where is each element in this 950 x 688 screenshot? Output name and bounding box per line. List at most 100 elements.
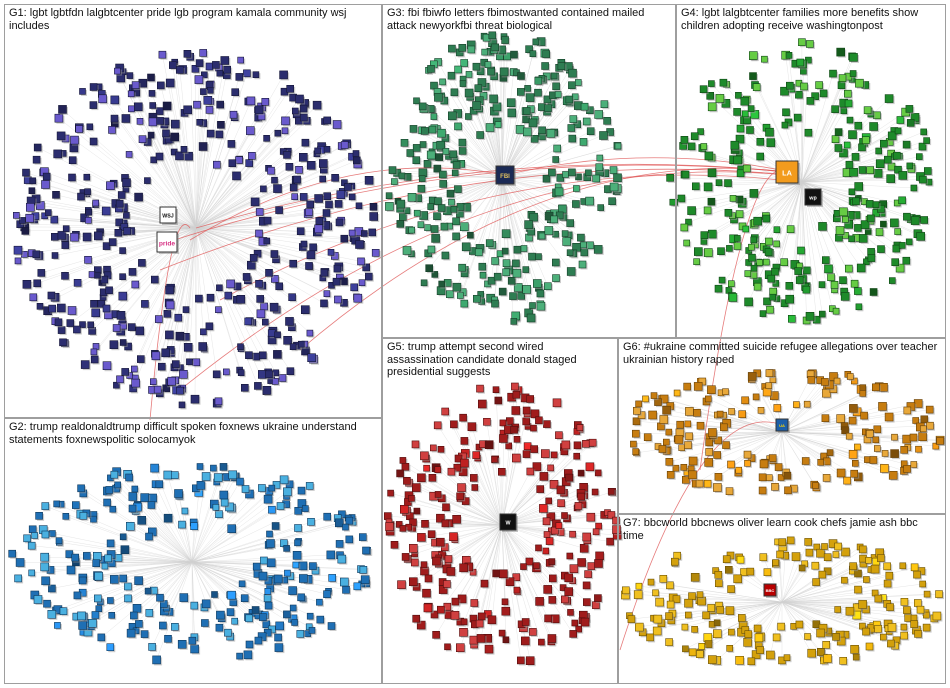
node-g1 [84,188,91,195]
edge [757,601,783,629]
node-g1 [271,275,279,283]
node-g5 [565,473,573,482]
node-g5 [470,599,479,607]
node-g2 [94,571,103,581]
node-g1 [232,171,241,181]
node-g2 [101,562,109,570]
node-g2 [130,611,138,620]
node-g5 [497,467,506,476]
node-g5 [550,526,559,535]
edge [191,560,264,563]
node-g1 [275,282,284,291]
node-g5 [522,450,531,458]
node-g2 [211,591,218,598]
node-g5 [487,615,497,625]
node-g1 [155,107,164,115]
edge [87,227,197,238]
node-g3 [423,160,432,168]
node-g4 [733,108,741,116]
node-g1 [138,135,147,143]
node-g5 [580,617,590,627]
node-g3 [580,248,589,257]
node-g5 [423,464,430,472]
node-g5 [459,563,468,573]
node-g4 [748,243,755,251]
node-g1 [137,355,145,363]
node-g5 [550,451,558,459]
edge [84,217,197,229]
node-g2 [15,558,25,567]
node-g4 [691,182,700,191]
node-g3 [594,110,604,119]
edge [501,177,548,287]
node-g1 [29,177,37,185]
node-g2 [97,633,106,642]
edge [174,62,197,229]
node-g5 [582,532,592,542]
node-g1 [289,343,297,351]
node-g5 [441,407,450,416]
node-g2 [219,463,228,471]
edge [801,86,805,183]
node-g1 [136,118,144,125]
edge [781,583,923,603]
node-g4 [804,128,813,137]
edge [781,601,838,610]
node-g4 [796,58,805,67]
node-g3 [445,290,454,299]
node-g3 [465,71,473,78]
edge [166,227,197,389]
edge [801,119,901,183]
edge [712,181,803,235]
node-g3 [557,62,566,71]
node-g4 [730,140,740,150]
node-g2 [298,574,308,583]
edge [167,474,193,563]
node-g3 [535,253,542,260]
node-g1 [190,394,200,404]
node-g3 [398,213,407,221]
edge [407,501,503,526]
node-g1 [50,233,59,241]
node-g1 [88,271,96,278]
node-g5 [399,525,407,532]
node-g1 [25,203,35,212]
node-g2 [258,484,266,492]
node-g2 [236,477,244,486]
node-g6 [685,432,693,441]
node-g3 [502,259,511,268]
node-g4 [869,288,878,296]
node-g3 [510,318,518,325]
node-g1 [97,299,106,308]
node-g5 [459,413,467,422]
edge [107,490,193,563]
node-g1 [279,70,288,80]
edge [191,481,241,563]
node-g4 [923,167,932,175]
node-g3 [544,226,554,235]
node-g1 [73,278,82,287]
node-g4 [845,160,854,169]
node-g4 [699,85,708,93]
node-g3 [441,251,450,260]
node-g2 [137,515,146,525]
node-g1 [368,228,377,237]
node-g2 [120,545,130,555]
edge [152,497,193,563]
node-g1 [355,202,363,210]
node-g5 [513,435,521,443]
node-g2 [177,639,187,649]
node-g2 [119,533,127,541]
edge [191,526,195,563]
node-g1 [89,101,98,109]
node-g1 [255,279,263,288]
node-g6 [873,425,882,434]
node-g4 [834,128,843,136]
node-g6 [642,395,649,403]
node-g3 [385,192,393,199]
node-g3 [543,282,552,291]
node-g5 [522,417,531,426]
node-g3 [430,225,439,233]
node-g2 [231,617,238,625]
